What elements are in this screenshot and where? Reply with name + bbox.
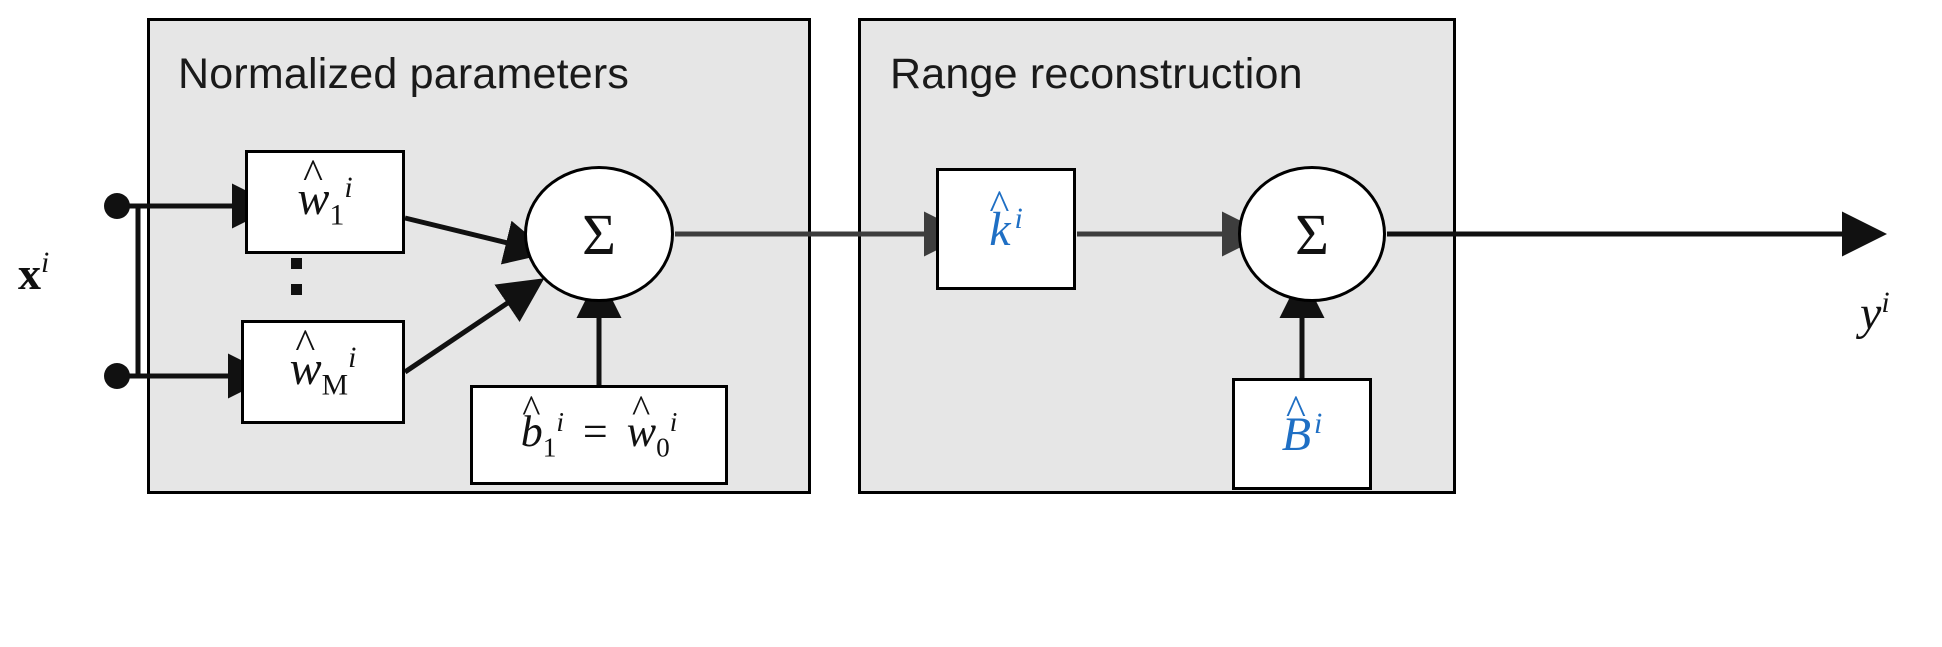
bias-lhs-superscript: i — [556, 406, 564, 437]
summation-node-right[interactable]: Σ — [1238, 166, 1386, 302]
bias-rhs-subscript: 0 — [656, 432, 670, 463]
panel-title-range-reconstruction: Range reconstruction — [890, 50, 1303, 98]
hat-accent-B: ^ — [1286, 386, 1306, 434]
hat-accent-k: ^ — [989, 181, 1010, 229]
weight-w1-superscript: i — [344, 171, 353, 205]
weight-wM-base: w — [289, 342, 322, 396]
weight-box-wM[interactable]: ^wMi — [241, 320, 405, 424]
output-label-base: y — [1860, 287, 1882, 340]
bias-lhs-subscript: 1 — [542, 432, 557, 463]
input-terminal-dot-2 — [104, 363, 130, 389]
input-terminal-dot-1 — [104, 193, 130, 219]
output-label-superscript: i — [1881, 286, 1890, 319]
input-label-base: x — [18, 248, 41, 299]
panel-title-normalized-parameters: Normalized parameters — [178, 50, 630, 98]
weight-box-w1[interactable]: ^w1i — [245, 150, 405, 254]
sigma-symbol-left: Σ — [582, 201, 616, 267]
bias-rhs-superscript: i — [669, 406, 678, 437]
input-label-superscript: i — [41, 246, 50, 279]
vertical-ellipsis-icon — [291, 258, 307, 318]
bias-rhs-base: w — [626, 407, 657, 457]
bias-box[interactable]: ^b1i = ^w0i — [470, 385, 728, 485]
offset-B-base: B — [1281, 408, 1312, 461]
weight-w1-base: w — [297, 172, 330, 226]
offset-B-superscript: i — [1314, 407, 1323, 440]
scale-k-base: k — [989, 203, 1011, 256]
output-label-y: yi — [1860, 288, 1890, 338]
summation-node-left[interactable]: Σ — [524, 166, 674, 302]
hat-accent-wM: ^ — [295, 321, 316, 369]
hat-accent-bias-rhs: ^ — [631, 387, 651, 431]
bias-equals-operator: = — [582, 407, 608, 457]
input-label-x: xi — [18, 248, 49, 298]
weight-wM-subscript: M — [321, 368, 349, 402]
hat-accent-bias-lhs: ^ — [522, 387, 541, 431]
sigma-symbol-right: Σ — [1295, 201, 1329, 267]
bias-lhs-base: b — [520, 407, 543, 457]
scale-k-superscript: i — [1014, 202, 1023, 235]
hat-accent-w1: ^ — [303, 151, 323, 199]
weight-wM-superscript: i — [348, 341, 357, 375]
weight-w1-subscript: 1 — [329, 198, 345, 232]
